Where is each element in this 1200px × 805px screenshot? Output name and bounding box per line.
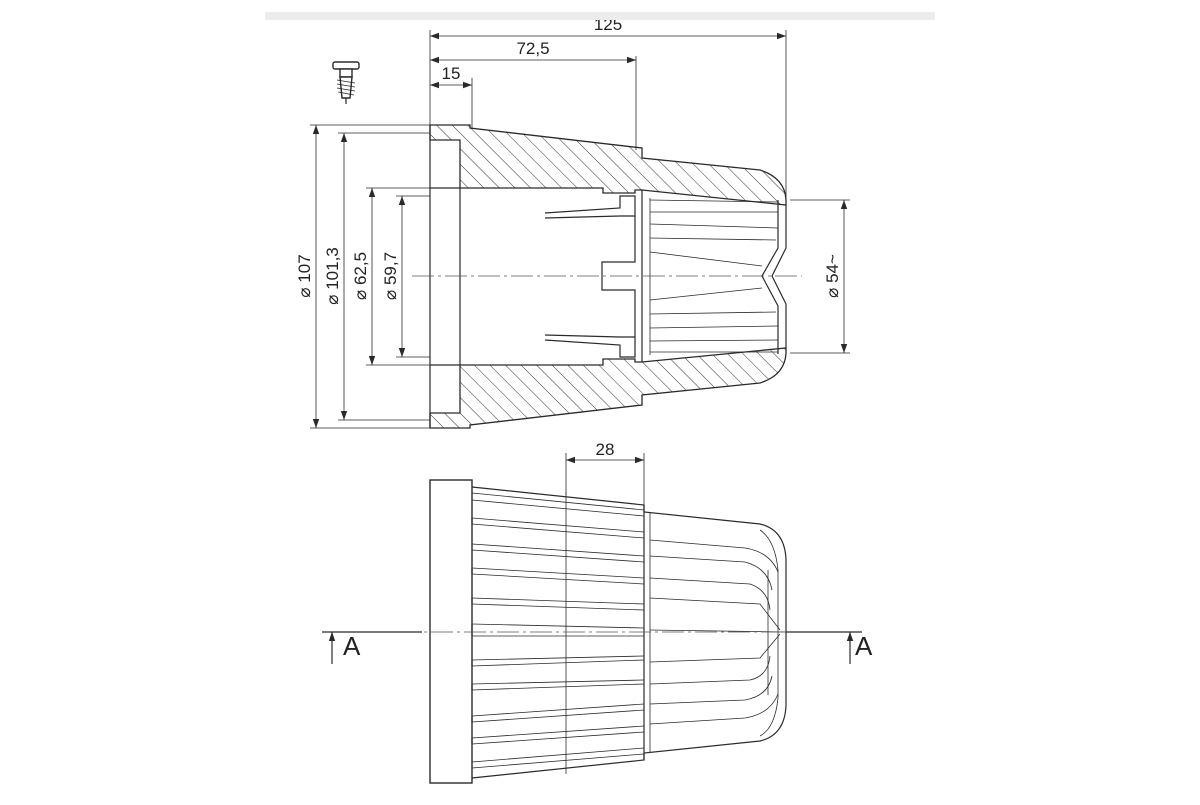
dim-d-bore: ⌀ 62,5 — [351, 252, 370, 300]
dim-d-outer: ⌀ 107 — [295, 254, 314, 297]
section-label-left: A — [343, 631, 361, 661]
upper-wall-section — [429, 124, 787, 206]
section-view — [412, 124, 802, 429]
flange-exterior — [429, 479, 473, 784]
dimension-labels: 125 72,5 15 28 ⌀ 107 ⌀ 101,3 ⌀ 62,5 ⌀ 59… — [295, 15, 842, 459]
dim-d-tip: ⌀ 54~ — [823, 254, 842, 298]
section-label-right: A — [855, 631, 873, 661]
section-marker-left: A — [322, 631, 422, 664]
dim-section-width: 28 — [596, 440, 615, 459]
dim-length-to-step: 72,5 — [516, 39, 549, 58]
dim-flange-length: 15 — [442, 64, 461, 83]
screw-icon — [332, 61, 360, 104]
dim-d-flange-inner: ⌀ 101,3 — [323, 247, 342, 305]
dim-d-bore-inner: ⌀ 59,7 — [381, 252, 400, 300]
section-marker-right: A — [786, 631, 873, 664]
top-border-strip — [265, 12, 935, 20]
lower-wall-section — [429, 347, 787, 429]
dimension-lines — [310, 30, 850, 505]
